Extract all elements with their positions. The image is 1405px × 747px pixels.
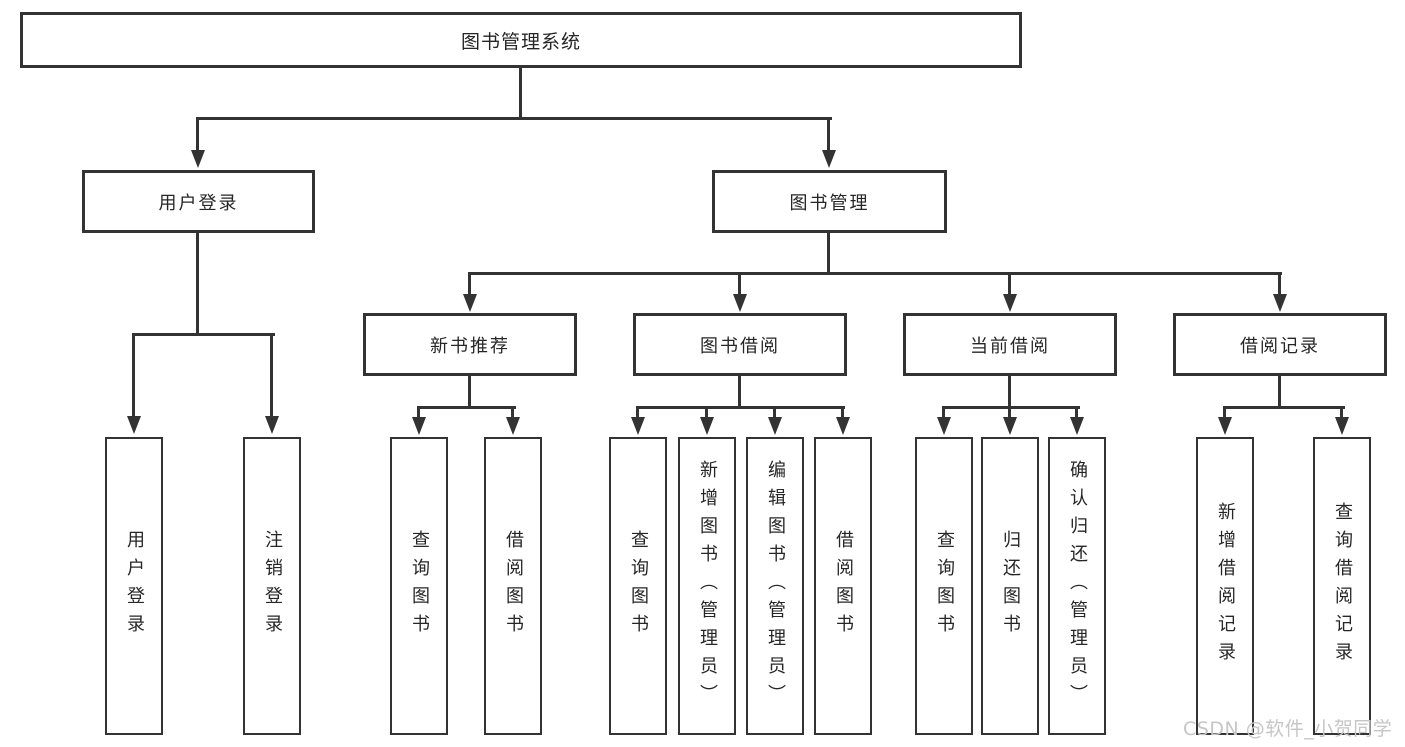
leaf-query-book: 查询图书 <box>390 437 448 735</box>
leaf-borrow-book: 借阅图书 <box>814 437 872 735</box>
leaf-query-book: 查询图书 <box>915 437 973 735</box>
connector-line <box>519 66 522 118</box>
leaf-edit-book-admin: 编辑图书（管理员） <box>746 437 804 735</box>
node-book-borrowing: 图书借阅 <box>633 313 847 376</box>
connector-line <box>469 272 1282 275</box>
arrow-down-icon <box>700 417 714 435</box>
connector-line <box>468 272 471 297</box>
connector-line <box>738 272 741 297</box>
connector-line <box>738 374 741 408</box>
connector-line <box>1223 406 1226 419</box>
arrow-down-icon <box>733 294 747 312</box>
leaf-user-login: 用户登录 <box>105 437 163 735</box>
connector-line <box>942 406 945 419</box>
arrow-down-icon <box>1070 417 1084 435</box>
connector-line <box>827 231 830 275</box>
arrow-down-icon <box>1218 417 1232 435</box>
connector-line <box>1278 374 1281 408</box>
arrow-down-icon <box>937 417 951 435</box>
node-book-management: 图书管理 <box>712 170 947 233</box>
connector-line <box>705 406 708 419</box>
arrow-down-icon <box>836 417 850 435</box>
arrow-down-icon <box>463 294 477 312</box>
connector-line <box>827 117 830 152</box>
arrow-down-icon <box>1003 417 1017 435</box>
connector-line <box>1075 406 1078 419</box>
connector-line <box>773 406 776 419</box>
connector-line <box>1340 406 1343 419</box>
arrow-down-icon <box>631 417 645 435</box>
leaf-query-book: 查询图书 <box>609 437 667 735</box>
arrow-down-icon <box>506 417 520 435</box>
leaf-add-borrow-record: 新增借阅记录 <box>1196 437 1254 735</box>
arrow-down-icon <box>191 150 205 168</box>
connector-line <box>132 333 135 417</box>
connector-line <box>1008 374 1011 408</box>
leaf-confirm-return-admin: 确认归还（管理员） <box>1048 437 1106 735</box>
csdn-watermark: CSDN @软件_小贺同学 <box>1183 718 1393 740</box>
connector-line <box>133 333 275 336</box>
arrow-down-icon <box>265 416 279 434</box>
arrow-down-icon <box>412 417 426 435</box>
connector-line <box>636 406 639 419</box>
connector-line <box>1223 406 1345 409</box>
leaf-query-borrow-record: 查询借阅记录 <box>1313 437 1371 735</box>
connector-line <box>1008 272 1011 297</box>
arrow-down-icon <box>768 417 782 435</box>
node-user-login: 用户登录 <box>82 170 315 233</box>
node-new-book-recommendation: 新书推荐 <box>363 313 577 376</box>
connector-line <box>196 117 199 152</box>
arrow-down-icon <box>1273 294 1287 312</box>
arrow-down-icon <box>1335 417 1349 435</box>
connector-line <box>841 406 844 419</box>
connector-line <box>417 406 420 419</box>
connector-line <box>1008 406 1011 419</box>
node-library-management-system: 图书管理系统 <box>20 12 1022 68</box>
arrow-down-icon <box>822 150 836 168</box>
connector-line <box>636 406 845 409</box>
leaf-return-book: 归还图书 <box>981 437 1039 735</box>
connector-line <box>942 406 1080 409</box>
leaf-add-book-admin: 新增图书（管理员） <box>678 437 736 735</box>
connector-line <box>197 117 832 120</box>
connector-line <box>270 333 273 417</box>
connector-line <box>417 406 516 409</box>
leaf-borrow-book: 借阅图书 <box>484 437 542 735</box>
node-borrowing-records: 借阅记录 <box>1173 313 1387 376</box>
connector-line <box>468 374 471 408</box>
leaf-logout: 注销登录 <box>243 437 301 735</box>
arrow-down-icon <box>127 416 141 434</box>
connector-line <box>196 231 199 335</box>
connector-line <box>511 406 514 419</box>
arrow-down-icon <box>1003 294 1017 312</box>
node-current-borrowing: 当前借阅 <box>903 313 1117 376</box>
connector-line <box>1278 272 1281 297</box>
